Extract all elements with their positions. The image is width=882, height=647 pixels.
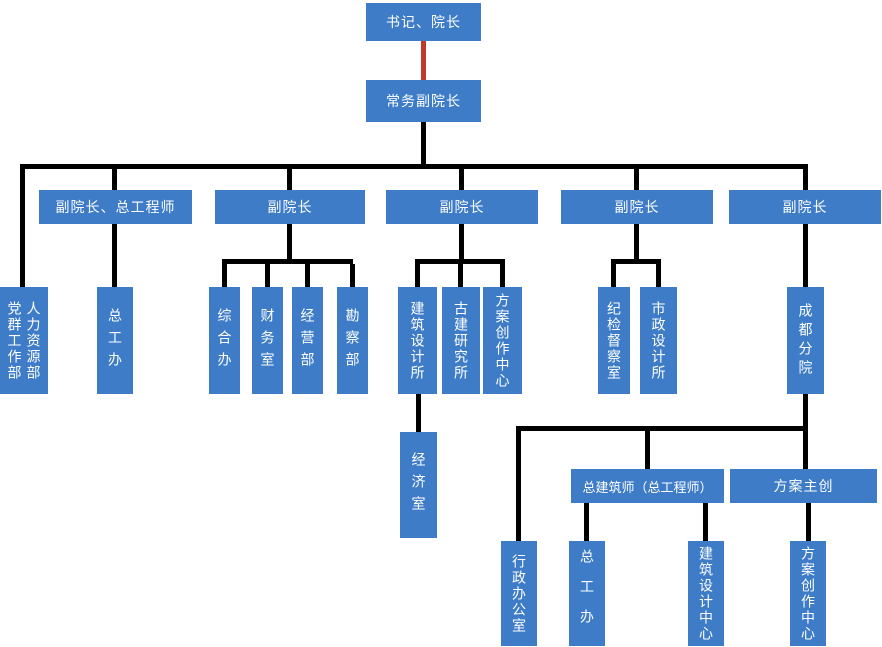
node-label: 建筑设计中心 xyxy=(698,545,714,642)
node-party-mass-and-hr-dept: 党群工作部 人力资源部 xyxy=(0,287,48,394)
node-label: 财务室 xyxy=(259,307,276,374)
connector xyxy=(415,259,505,264)
connector xyxy=(803,431,808,469)
connector xyxy=(222,264,227,287)
connector xyxy=(20,169,25,287)
connector xyxy=(459,169,464,190)
connector xyxy=(416,394,421,432)
node-label: 常务副院长 xyxy=(386,93,461,109)
connector-root-red xyxy=(421,41,426,80)
node-label: 书记、院长 xyxy=(386,14,461,30)
connector xyxy=(287,169,292,190)
connector xyxy=(803,394,808,426)
node-chief-engineer-office: 总工办 xyxy=(97,287,133,394)
connector xyxy=(516,431,521,541)
connector xyxy=(703,503,708,541)
node-label: 总工办 xyxy=(579,548,595,639)
connector-branch-horizontal xyxy=(516,426,808,431)
connector xyxy=(459,224,464,259)
connector xyxy=(222,259,353,264)
node-label: 方案创作中心 xyxy=(494,292,511,389)
connector xyxy=(305,264,310,287)
connector xyxy=(500,264,505,287)
node-branch-scheme-creation-center: 方案创作中心 xyxy=(790,541,826,646)
connector xyxy=(806,503,811,541)
connector-main-horizontal xyxy=(20,164,808,169)
connector xyxy=(634,169,639,190)
node-label: 勘察部 xyxy=(344,307,361,374)
node-label: 副院长 xyxy=(439,199,485,215)
node-label: 方案主创 xyxy=(773,478,834,494)
node-vice-dean-4: 副院长 xyxy=(729,190,881,224)
node-label: 行政办公室 xyxy=(511,553,527,634)
node-discipline-inspection-office: 纪检督察室 xyxy=(598,287,630,394)
node-label: 总工办 xyxy=(107,307,123,374)
node-label: 古建研究所 xyxy=(453,300,469,381)
connector xyxy=(634,224,639,259)
node-label: 建筑设计所 xyxy=(409,300,426,381)
node-municipal-design-institute: 市政设计所 xyxy=(640,287,677,394)
node-label: 副院长 xyxy=(614,199,660,215)
connector xyxy=(112,169,117,190)
node-label: 党群工作部 xyxy=(6,300,23,381)
node-secretary-dean: 书记、院长 xyxy=(366,3,481,41)
connector xyxy=(112,224,117,287)
connector xyxy=(421,122,426,165)
connector xyxy=(350,264,355,287)
node-label: 副院长、总工程师 xyxy=(55,199,176,215)
node-label: 成都分院 xyxy=(797,302,814,379)
connector xyxy=(458,264,463,287)
node-label: 总建筑师（总工程师） xyxy=(582,479,713,495)
connector xyxy=(415,264,420,287)
node-label: 方案创作中心 xyxy=(800,545,816,642)
connector xyxy=(611,264,616,287)
node-admin-office: 行政办公室 xyxy=(501,541,537,646)
node-scheme-creation-center: 方案创作中心 xyxy=(483,287,522,394)
connector xyxy=(584,503,589,541)
node-survey-dept: 勘察部 xyxy=(337,287,368,394)
node-chengdu-branch: 成都分院 xyxy=(787,287,824,394)
node-arch-design-institute: 建筑设计所 xyxy=(398,287,437,394)
connector xyxy=(645,431,650,469)
connector xyxy=(803,224,808,287)
node-label: 副院长 xyxy=(782,199,828,215)
node-label: 经济室 xyxy=(410,452,427,518)
node-branch-chief-engineer-office: 总工办 xyxy=(569,541,605,646)
node-arch-design-center: 建筑设计中心 xyxy=(688,541,724,646)
node-executive-vice-dean: 常务副院长 xyxy=(366,80,481,122)
node-label: 经营部 xyxy=(299,307,316,374)
node-vice-dean-2: 副院长 xyxy=(386,190,538,224)
node-chief-architect: 总建筑师（总工程师） xyxy=(571,469,724,503)
node-label: 人力资源部 xyxy=(25,300,42,381)
node-general-office: 综合办 xyxy=(209,287,240,394)
node-vice-dean-1: 副院长 xyxy=(215,190,365,224)
connector xyxy=(656,264,661,287)
connector xyxy=(287,224,292,259)
node-finance-office: 财务室 xyxy=(252,287,283,394)
node-vice-dean-chief-engineer: 副院长、总工程师 xyxy=(39,190,192,224)
connector xyxy=(611,259,661,264)
connector xyxy=(803,169,808,190)
node-label: 纪检督察室 xyxy=(606,300,622,381)
node-ancient-arch-institute: 古建研究所 xyxy=(442,287,480,394)
node-vice-dean-3: 副院长 xyxy=(561,190,713,224)
node-label: 市政设计所 xyxy=(650,300,667,381)
connector xyxy=(265,264,270,287)
node-scheme-lead: 方案主创 xyxy=(730,469,877,503)
node-economy-office: 经济室 xyxy=(400,432,437,538)
node-label: 副院长 xyxy=(267,199,313,215)
node-label: 综合办 xyxy=(216,307,233,374)
node-operations-dept: 经营部 xyxy=(292,287,323,394)
